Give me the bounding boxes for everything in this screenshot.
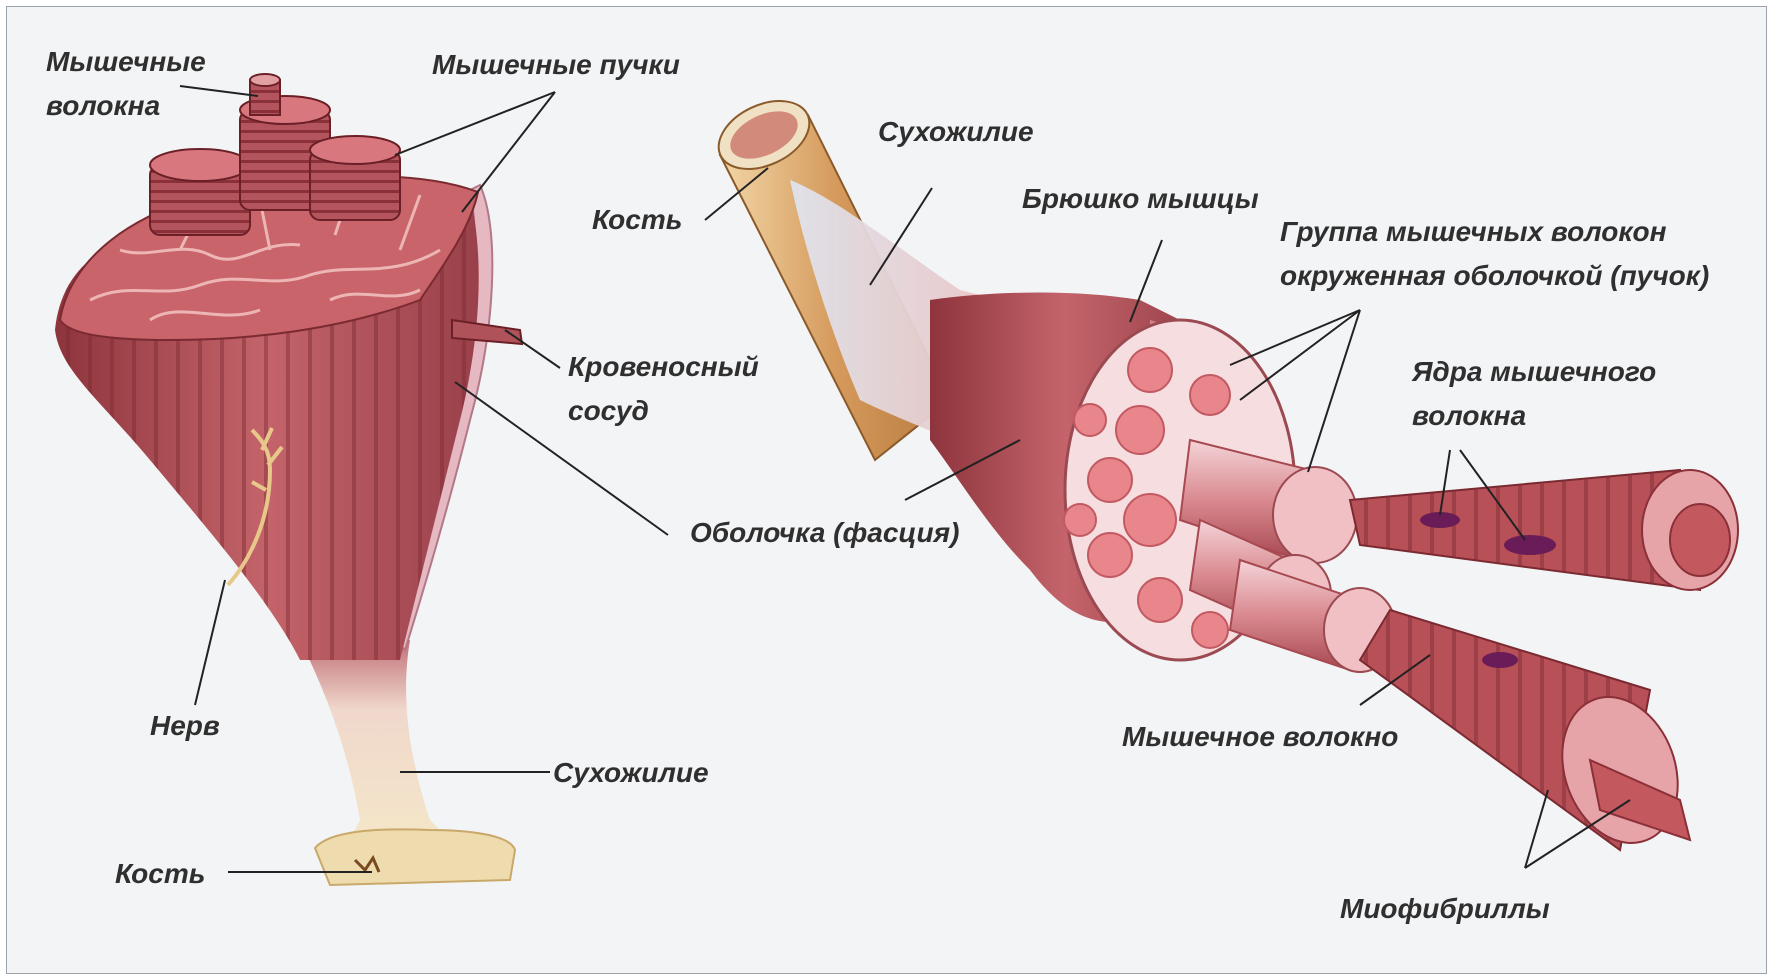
- label-muscle-fibers-line2: волокна: [46, 84, 206, 128]
- label-myofibrils: Миофибриллы: [1340, 887, 1550, 931]
- left-bone-shape: [315, 829, 515, 885]
- nucleus-2: [1504, 535, 1556, 555]
- label-fiber-nuclei: Ядра мышечного волокна: [1412, 350, 1656, 438]
- leader-nerve: [195, 580, 225, 705]
- label-fiber-group-line1: Группа мышечных волокон: [1280, 210, 1709, 254]
- label-fiber-nuclei-line1: Ядра мышечного: [1412, 350, 1656, 394]
- leader-group-2: [1240, 310, 1360, 400]
- leader-group-3: [1308, 310, 1360, 472]
- label-muscle-fibers-line1: Мышечные: [46, 40, 206, 84]
- nucleus-3: [1482, 652, 1518, 668]
- leader-blood-vessel: [505, 330, 560, 368]
- label-fiber-group-line2: окруженная оболочкой (пучок): [1280, 254, 1709, 298]
- label-fiber-nuclei-line2: волокна: [1412, 394, 1656, 438]
- label-muscle-bundles: Мышечные пучки: [432, 43, 680, 87]
- leader-group-1: [1230, 310, 1360, 365]
- left-muscle-illustration: [55, 74, 522, 885]
- label-tendon-right: Сухожилие: [878, 110, 1034, 154]
- label-blood-vessel-line2: сосуд: [568, 389, 759, 433]
- left-tendon-shape: [300, 640, 450, 840]
- label-tendon-left: Сухожилие: [553, 751, 709, 795]
- label-fascia: Оболочка (фасция): [690, 511, 959, 555]
- label-bone-right: Кость: [592, 198, 682, 242]
- label-muscle-fibers-left: Мышечные волокна: [46, 40, 206, 128]
- label-muscle-fiber: Мышечное волокно: [1122, 715, 1398, 759]
- label-blood-vessel-line1: Кровеносный: [568, 345, 759, 389]
- label-fiber-group: Группа мышечных волокон окруженная оболо…: [1280, 210, 1709, 298]
- label-nerve: Нерв: [150, 704, 220, 748]
- label-muscle-belly: Брюшко мышцы: [1022, 177, 1259, 221]
- label-blood-vessel: Кровеносный сосуд: [568, 345, 759, 433]
- label-bone-left: Кость: [115, 852, 205, 896]
